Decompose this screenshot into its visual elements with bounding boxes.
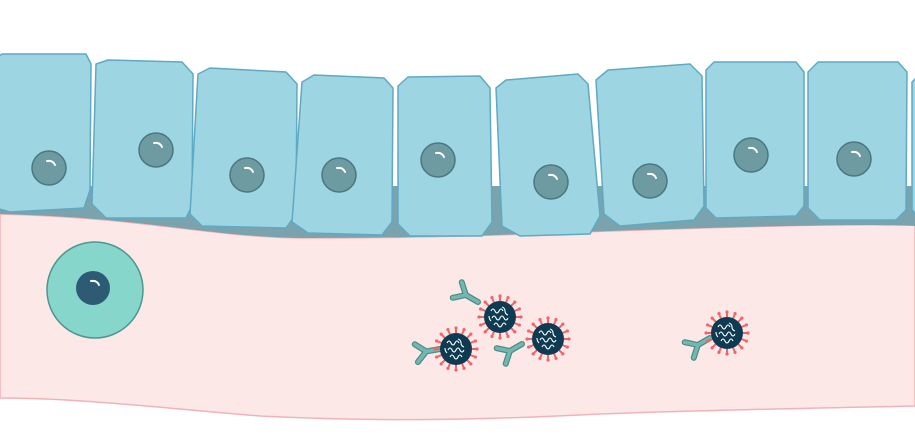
epithelial-cell-icon	[595, 63, 705, 227]
epithelial-cell-icon	[807, 61, 908, 221]
nucleus	[321, 157, 357, 193]
nucleus	[533, 164, 569, 200]
epithelial-cell-row	[0, 53, 915, 237]
virus-particle-icon	[524, 315, 572, 363]
epithelial-cell-icon	[91, 59, 194, 219]
epithelial-cell-icon	[495, 73, 601, 237]
epithelial-cell-icon	[911, 77, 915, 215]
epithelial-cell-icon	[705, 61, 805, 219]
nucleus	[632, 163, 668, 199]
nucleus	[420, 142, 456, 178]
nucleus	[229, 157, 265, 193]
immune-cell-icon	[46, 241, 144, 339]
nucleus	[733, 137, 769, 173]
lumen-band	[0, 213, 915, 421]
nucleus	[31, 150, 67, 186]
epithelial-cell-icon	[397, 75, 493, 237]
epithelial-cell-icon	[291, 74, 394, 236]
epithelial-cell-icon	[189, 67, 298, 229]
nucleus	[138, 132, 174, 168]
virus-particle-icon	[703, 309, 751, 357]
virus-particle-icon	[432, 325, 480, 373]
nucleus	[836, 141, 872, 177]
epithelial-cell-icon	[0, 53, 92, 213]
virus-particle-icon	[476, 293, 524, 341]
